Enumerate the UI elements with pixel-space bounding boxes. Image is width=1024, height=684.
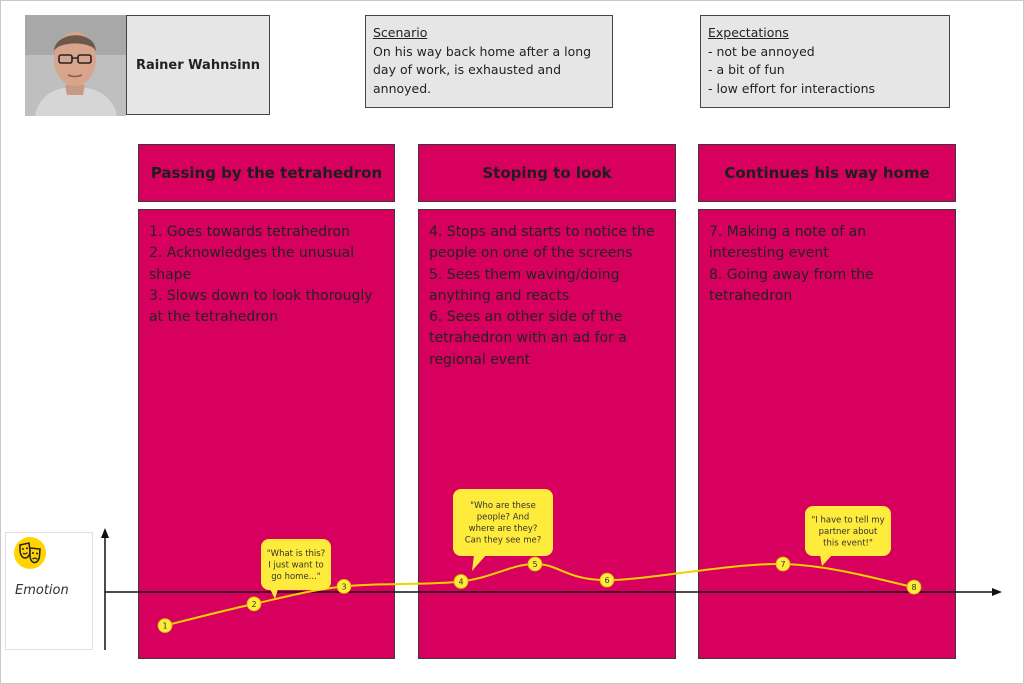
emotion-legend: Emotion — [5, 532, 93, 650]
phase-step-line: at the tetrahedron — [149, 309, 279, 326]
emotion-step-label: 1 — [162, 622, 167, 631]
quote-line: go home..." — [271, 572, 321, 582]
expectation-item: - low effort for interactions — [708, 80, 876, 96]
scenario-line: On his way back home after a long — [373, 43, 592, 59]
persona-name: Rainer Wahnsinn — [126, 15, 270, 115]
emotion-step-dot — [775, 556, 791, 572]
quote-line: partner about — [819, 527, 878, 537]
quote-bubble-tail — [270, 589, 278, 599]
emotion-step-marker: 2 — [246, 596, 262, 612]
quote-bubble-shape — [261, 539, 331, 590]
emotion-step-label: 4 — [458, 578, 463, 587]
quote-bubble-shape — [805, 506, 891, 556]
phase-step-line: 6. Sees an other side of the — [429, 309, 623, 326]
emotion-step-dot — [246, 596, 262, 612]
phase-step-line: 8. Going away from the — [709, 266, 874, 283]
emotion-quote-bubble: "What is this?I just want to go home..." — [261, 539, 331, 599]
emotion-step-label: 5 — [532, 560, 537, 569]
emotion-step-marker: 1 — [157, 618, 173, 633]
scenario-line: day of work, is exhausted and — [373, 62, 562, 77]
emotion-step-marker: 8 — [906, 579, 922, 595]
phase-step-line: 3. Slows down to look thorougly — [149, 287, 373, 304]
phase-header-stopping: Stoping to look — [418, 144, 676, 202]
emotion-step-dot — [527, 556, 543, 572]
quote-line: people? And — [477, 513, 530, 523]
quote-bubble-tail — [820, 555, 832, 566]
quote-line: "What is this? — [267, 549, 325, 559]
theater-masks-icon — [14, 537, 46, 569]
expectations-title: Expectations — [708, 25, 789, 40]
emotion-step-marker: 7 — [775, 556, 791, 572]
emotion-step-dot — [599, 572, 615, 588]
phase-step-line: regional event — [429, 351, 531, 368]
phase-step-line: 2. Acknowledges the unusual — [149, 245, 355, 262]
phase-step-line: tetrahedron — [709, 287, 793, 304]
emotion-step-label: 3 — [341, 582, 346, 591]
phase-body-stopping: 4. Stops and starts to notice the people… — [418, 209, 676, 659]
phase-step-line: 5. Sees them waving/doing — [429, 266, 620, 283]
phase-step-line: interesting event — [709, 245, 829, 262]
scenario-box: Scenario On his way back home after a lo… — [365, 15, 613, 108]
emotion-step-marker: 6 — [599, 572, 615, 588]
emotion-step-label: 6 — [604, 576, 609, 585]
scenario-line: annoyed. — [373, 80, 432, 96]
phase-step-line: tetrahedron with an ad for a — [429, 330, 627, 347]
emotion-step-dot — [157, 618, 173, 633]
emotion-step-dot — [906, 579, 922, 595]
emotion-step-dot — [453, 574, 469, 589]
phase-step-line: 4. Stops and starts to notice the — [429, 224, 655, 240]
emotion-step-marker: 5 — [527, 556, 543, 572]
phase-step-line: 1. Goes towards tetrahedron — [149, 224, 350, 240]
expectations-box: Expectations - not be annoyed - a bit of… — [700, 15, 950, 108]
emotion-label: Emotion — [15, 583, 69, 598]
quote-line: Can they see me? — [465, 536, 542, 546]
quote-line: where are they? — [469, 524, 538, 534]
expectation-item: - not be annoyed — [708, 43, 815, 59]
x-axis-arrow-icon — [992, 588, 1002, 596]
emotion-step-label: 7 — [780, 560, 785, 569]
emotion-step-marker: 4 — [453, 574, 469, 589]
quote-line: this event!" — [823, 538, 873, 548]
quote-bubble-shape — [453, 489, 553, 556]
persona-avatar — [25, 15, 126, 116]
emotion-step-marker: 3 — [336, 579, 352, 594]
y-axis-arrow-icon — [101, 528, 109, 538]
quote-line: "Who are these — [470, 501, 536, 511]
quote-line: I just want to — [268, 560, 324, 570]
phase-step-line: people on one of the screens — [429, 245, 633, 262]
scenario-title: Scenario — [373, 25, 428, 40]
expectation-item: - a bit of fun — [708, 62, 785, 77]
emotion-step-dot — [336, 579, 352, 594]
quote-line: "I have to tell my — [811, 515, 884, 525]
phase-header-continues: Continues his way home — [698, 144, 956, 202]
phase-step-line: shape — [149, 266, 192, 283]
emotion-step-label: 8 — [911, 583, 916, 592]
phase-step-line: 7. Making a note of an — [709, 224, 867, 240]
phase-header-passing: Passing by the tetrahedron — [138, 144, 395, 202]
quote-bubble-tail — [472, 555, 486, 571]
phase-step-line: anything and reacts — [429, 287, 570, 304]
emotion-step-label: 2 — [251, 600, 256, 609]
